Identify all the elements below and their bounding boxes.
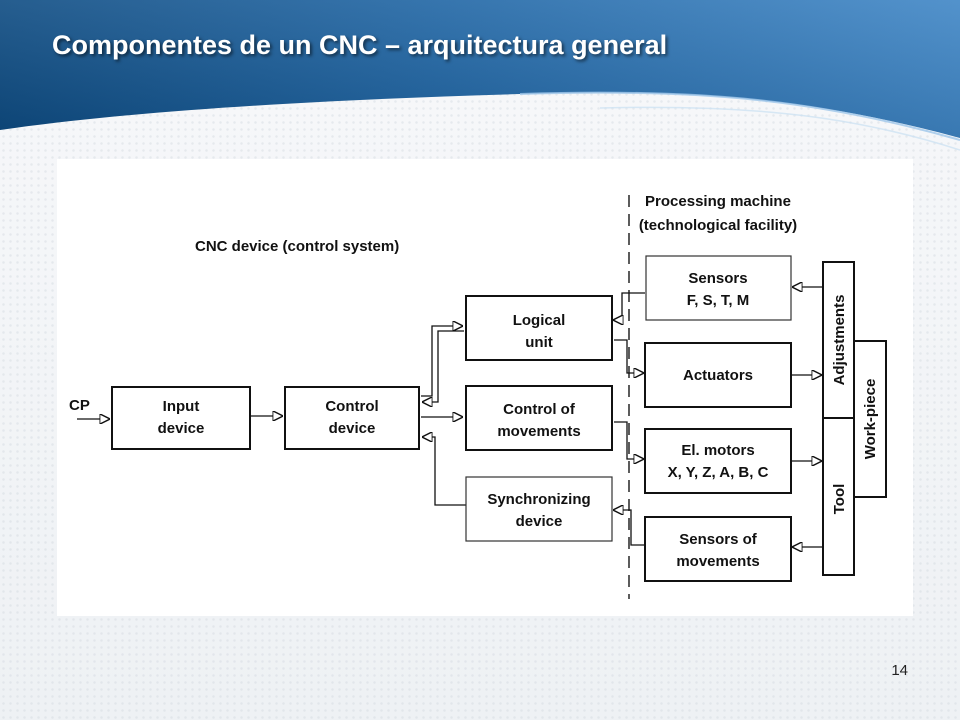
logical-unit-line1: Logical xyxy=(513,312,566,329)
control-device-line1: Control xyxy=(325,398,378,415)
synchronizing-line2: device xyxy=(516,513,563,530)
sensors-movements-line2: movements xyxy=(676,553,759,570)
sensors-of-movements-box xyxy=(644,516,792,582)
movement-sensors-to-sync-arrow xyxy=(614,510,645,546)
sensors-movements-line1: Sensors of xyxy=(679,531,758,548)
cnc-architecture-diagram: CNC device (control system) Processing m… xyxy=(57,159,913,616)
diagram-canvas: CNC device (control system) Processing m… xyxy=(69,193,887,599)
control-device-line2: device xyxy=(329,420,376,437)
adjustments-box xyxy=(822,261,855,419)
control-movements-line2: movements xyxy=(497,423,580,440)
sync-to-control-arrow xyxy=(423,437,466,506)
logical-to-control-arrow xyxy=(423,330,464,402)
header-banner xyxy=(0,0,960,151)
synchronizing-line1: Synchronizing xyxy=(487,491,590,508)
sensors-to-logical-arrow xyxy=(614,292,645,320)
el-motors-line2: X, Y, Z, A, B, C xyxy=(668,464,769,481)
input-device-line1: Input xyxy=(163,398,200,415)
logical-unit-line2: unit xyxy=(525,334,553,351)
tool-box xyxy=(822,417,855,576)
actuators-box xyxy=(644,342,792,408)
logical-to-actuators-arrow xyxy=(614,339,643,373)
input-device-line2: device xyxy=(158,420,205,437)
machine-label-line1: Processing machine xyxy=(645,193,791,210)
control-movements-line1: Control of xyxy=(503,401,576,418)
cnc-system-label: CNC device (control system) xyxy=(195,238,399,255)
page-number: 14 xyxy=(891,662,908,679)
adjustments-label: Adjustments xyxy=(831,295,848,386)
el-motors-line1: El. motors xyxy=(681,442,754,459)
movements-to-motors-arrow xyxy=(614,421,643,459)
logical-unit-box xyxy=(465,295,613,361)
control-of-movements-box xyxy=(465,385,613,451)
tool-label: Tool xyxy=(831,484,848,515)
control-device-box xyxy=(284,386,420,450)
work-piece-box xyxy=(853,340,887,498)
work-piece-label: Work-piece xyxy=(862,379,879,460)
el-motors-box xyxy=(644,428,792,494)
sensors-line2: F, S, T, M xyxy=(687,292,750,309)
slide-title: Componentes de un CNC – arquitectura gen… xyxy=(52,30,668,60)
control-to-logical-arrow xyxy=(421,326,462,397)
sensors-line1: Sensors xyxy=(688,270,747,287)
input-device-box xyxy=(111,386,251,450)
cp-label: CP xyxy=(69,397,90,414)
actuators-line1: Actuators xyxy=(683,367,753,384)
synchronizing-device-box xyxy=(465,476,613,542)
sensors-box xyxy=(645,255,792,321)
machine-label-line2: (technological facility) xyxy=(639,217,797,234)
